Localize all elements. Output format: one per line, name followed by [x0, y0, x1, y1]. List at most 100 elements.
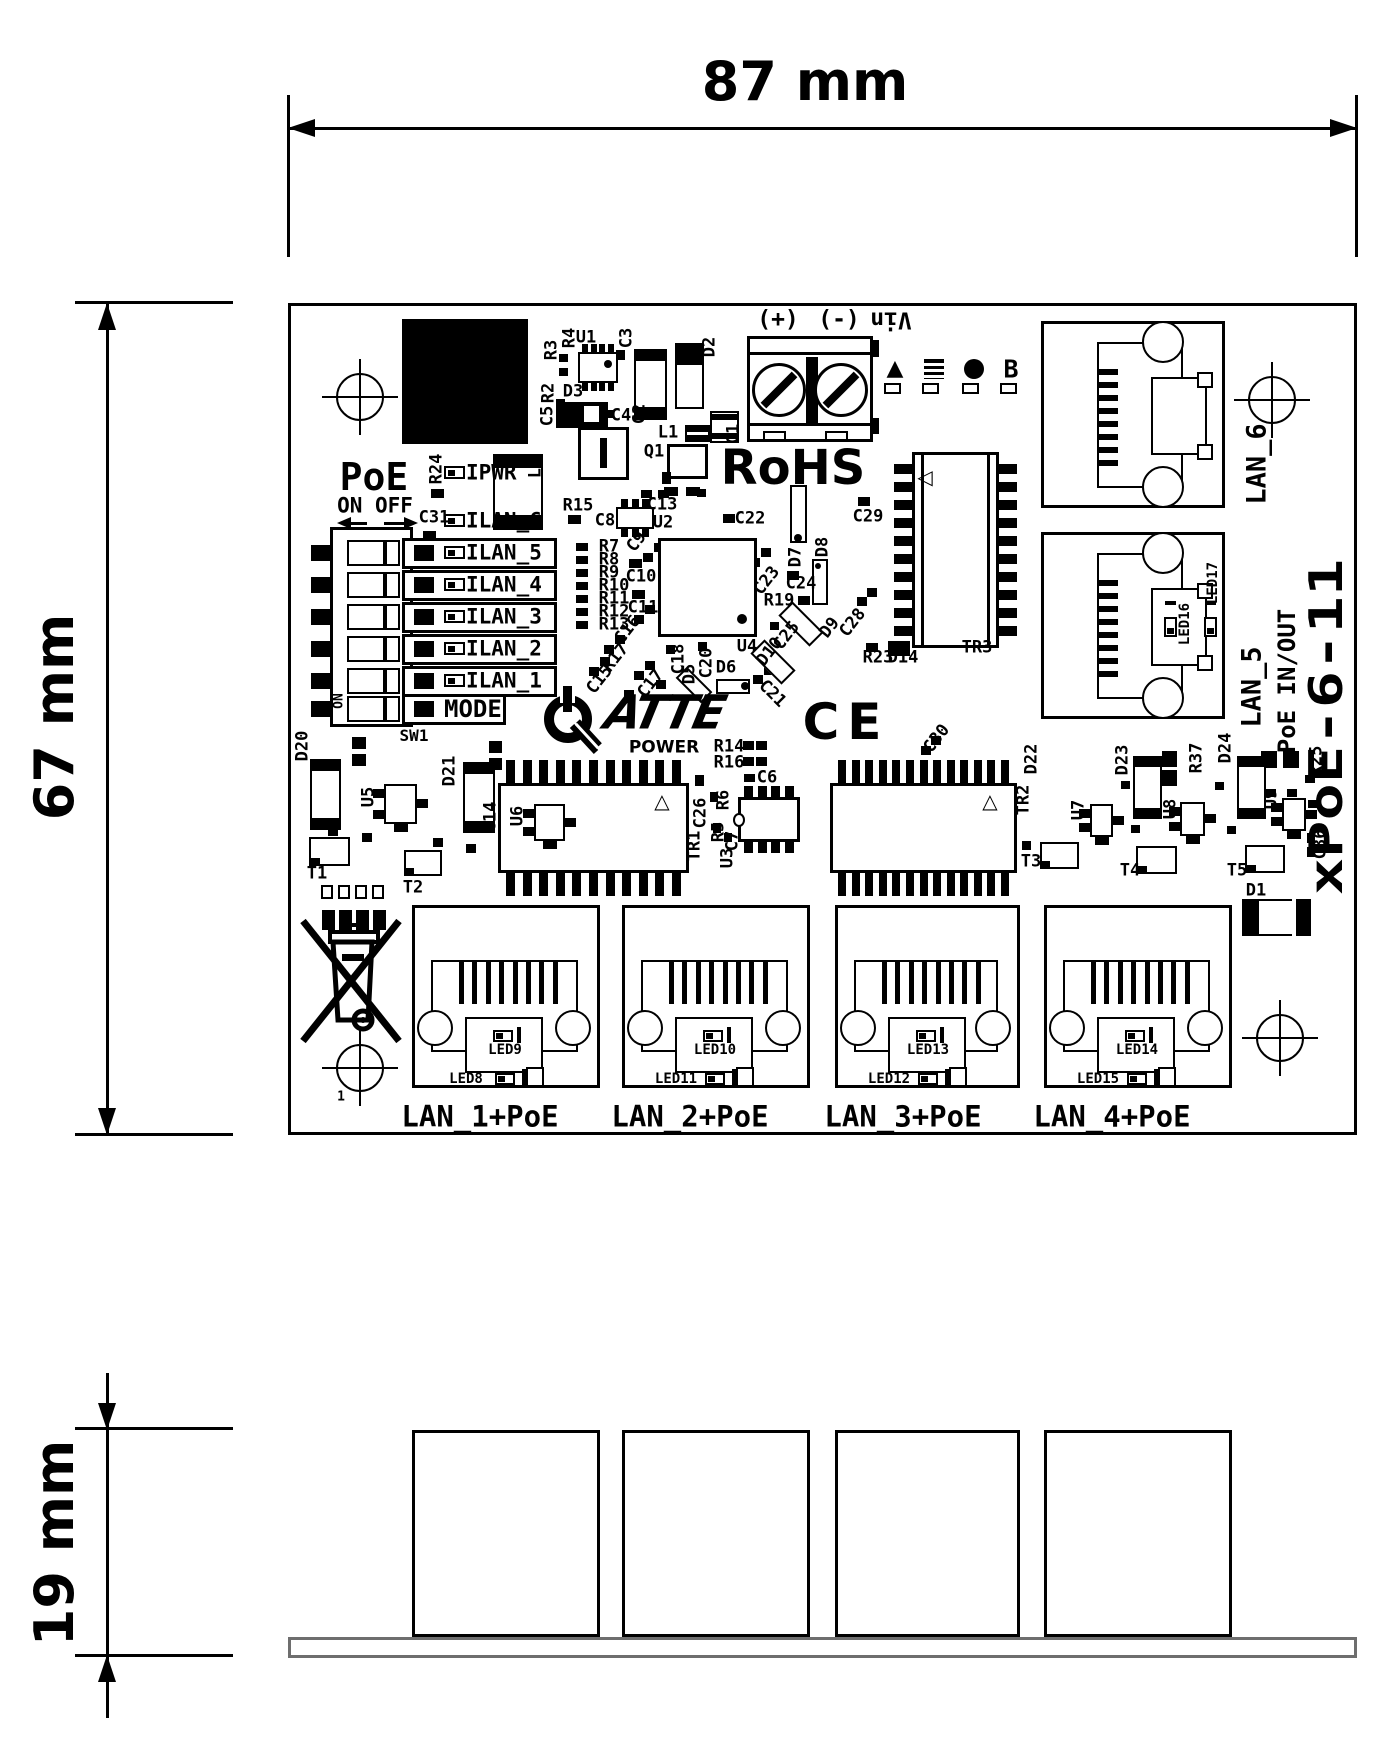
silkscreen-label-c2: C2	[629, 403, 650, 425]
silkscreen-label-r10: R10	[598, 575, 630, 596]
smd-pad	[1245, 865, 1256, 873]
ic-pin	[506, 873, 515, 896]
led-mark	[945, 1069, 949, 1085]
rj45-pin	[1099, 671, 1118, 677]
ic-pin	[785, 786, 794, 797]
ic-pin	[920, 873, 928, 896]
silkscreen-label-c5: C5	[537, 405, 558, 427]
silkscreen-label-d7: D7	[785, 546, 806, 568]
ic-pin	[556, 873, 565, 896]
rj45-pin	[539, 962, 544, 1004]
component-dot	[964, 359, 984, 379]
indicator-stub	[414, 701, 434, 717]
rj45-pin	[553, 962, 558, 1004]
led-mark	[732, 1069, 736, 1085]
ic-pin	[589, 873, 598, 896]
diode-band	[310, 759, 341, 771]
smd-pad	[685, 435, 710, 440]
smd-pad	[710, 792, 718, 802]
smd-pad	[576, 608, 588, 616]
led-label: LED10	[693, 1042, 737, 1058]
smd-pad	[604, 645, 614, 654]
transistor-leg	[1079, 809, 1090, 818]
pcb-region-fill	[747, 423, 873, 426]
dip-pin	[311, 673, 330, 689]
dip-pin	[311, 577, 330, 593]
smd-pad	[753, 675, 763, 684]
led-mark	[522, 1069, 526, 1085]
ic-pin	[947, 760, 955, 783]
component-detail	[1292, 899, 1296, 936]
silkscreen-label-c14: C14	[480, 801, 501, 833]
led-icon-dot	[706, 1033, 713, 1039]
led-icon-dot	[496, 1033, 503, 1039]
rj45-post	[765, 1010, 801, 1046]
component-outline	[763, 431, 786, 441]
ic-pin	[622, 873, 631, 896]
silkscreen-label-c20: C20	[696, 647, 717, 679]
transistor-leg	[1169, 822, 1180, 831]
ic-pin	[865, 760, 873, 783]
silkscreen-label-r15: R15	[562, 495, 594, 516]
smd-pad	[634, 615, 644, 624]
smd-pad	[404, 868, 414, 876]
indicator-stub	[414, 609, 434, 625]
rj45-pin	[513, 962, 518, 1004]
weee-icon	[300, 918, 402, 1044]
rj45-pin	[1099, 434, 1118, 440]
rj45-pin	[1099, 606, 1118, 612]
rj45-pin	[459, 962, 464, 1004]
arrow-off-line	[384, 522, 406, 525]
smd-pad	[576, 595, 588, 603]
smd-pad	[1283, 751, 1299, 768]
smd-pad	[624, 690, 634, 699]
led-icon-dot	[1130, 1076, 1137, 1082]
component-outline	[922, 383, 939, 394]
silkscreen-label-u2: U2	[652, 512, 674, 533]
silkscreen-label-1: 1	[337, 1089, 345, 1105]
dim-width-arrow-left	[288, 119, 315, 137]
led-mark	[517, 1027, 521, 1043]
dim-width-label: 87 mm	[701, 50, 909, 113]
pcb-outline	[288, 303, 1357, 1135]
dip-cell	[347, 696, 385, 722]
arrow-on-line	[345, 522, 367, 525]
port-label: LAN_1+PoE	[401, 1099, 559, 1134]
component-outline	[884, 383, 901, 394]
ic-pin	[608, 344, 614, 352]
indicator-label-ilan_6: ILAN_6	[466, 508, 542, 533]
smd-pad	[662, 472, 671, 484]
smd-pad	[858, 497, 870, 506]
rj45-pin	[895, 962, 900, 1004]
transistor-leg	[1271, 803, 1282, 812]
pcb-region-fill	[747, 352, 873, 355]
rj45-pin	[976, 962, 981, 1004]
smd-pad	[1308, 800, 1317, 808]
ic-pin	[999, 464, 1017, 474]
led-icon-dot	[448, 518, 455, 524]
rj45-post	[975, 1010, 1011, 1046]
rj45-post	[627, 1010, 663, 1046]
silkscreen-label--: (-)	[818, 306, 860, 333]
silkscreen-label-u5: U5	[358, 786, 379, 808]
led-icon-dot	[1128, 1033, 1135, 1039]
smd-pad	[466, 844, 476, 853]
ic-pin	[1001, 760, 1009, 783]
led-label: LED9	[488, 1042, 522, 1058]
silkscreen-label-r9: R9	[598, 562, 620, 583]
rj45-notch	[1197, 372, 1213, 388]
silkscreen-label-d3: D3	[562, 381, 584, 402]
ic-pin	[622, 760, 631, 783]
smd-pad	[1242, 899, 1259, 936]
silkscreen-label-c6: C6	[756, 767, 778, 788]
silkscreen-label-lan-5: LAN_5	[1236, 646, 1268, 728]
rj45-latch	[1151, 377, 1207, 455]
silkscreen-label-d24: D24	[1215, 732, 1236, 764]
component-detail	[924, 375, 944, 378]
ic-pin	[572, 760, 581, 783]
port-label: LAN_3+PoE	[824, 1099, 982, 1134]
component-dot	[815, 563, 821, 569]
smd-pad	[352, 754, 366, 766]
silkscreen-label-l2: L2	[525, 457, 546, 479]
ic-pin	[960, 760, 968, 783]
